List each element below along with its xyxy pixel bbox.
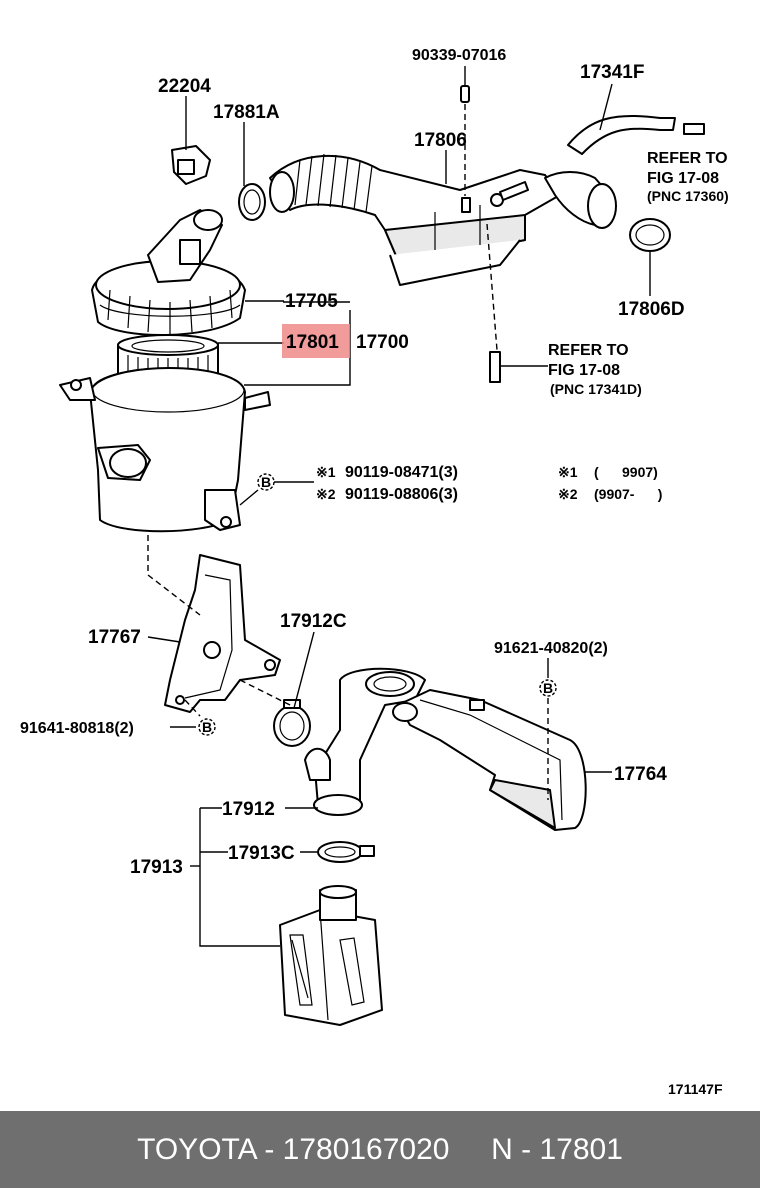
clamp-17806d <box>629 218 671 252</box>
clamp-17912c <box>273 699 311 747</box>
date2-text: (9907- ) <box>594 486 662 502</box>
label-90339: 90339-07016 <box>412 47 506 64</box>
callout-labels: 22204 17881A 90339-07016 17341F 17806 RE… <box>20 47 729 1097</box>
bracket-17767 <box>164 554 281 713</box>
duct-17764 <box>392 689 587 831</box>
footer-part-text: TOYOTA - 1780167020 N - 17801 <box>137 1133 623 1166</box>
label-17801: 17801 <box>286 332 339 353</box>
date1-text: ( 9907) <box>594 464 658 480</box>
refer1-line3: (PNC 17360) <box>647 188 729 204</box>
label-17341f: 17341F <box>580 62 644 83</box>
label-17705: 17705 <box>285 291 338 312</box>
diagram-canvas: B B B 22204 17881A 90339-07016 17341F 17… <box>20 47 729 1097</box>
date2-mark: ※2 <box>558 486 578 502</box>
air-cleaner-cap-17705 <box>91 209 246 337</box>
intake-hose-17806 <box>269 153 561 286</box>
b-marker-3-label: B <box>202 719 212 735</box>
resonator-17913 <box>279 885 383 1026</box>
date1-mark: ※1 <box>558 464 578 480</box>
note1-mark: ※1 <box>316 464 336 480</box>
label-17700: 17700 <box>356 332 409 353</box>
duct-17912 <box>304 667 426 816</box>
plug-90339 <box>460 85 470 103</box>
note2-part: 90119-08806(3) <box>345 486 458 503</box>
footer-bar: TOYOTA - 1780167020 N - 17801 <box>0 1111 760 1188</box>
sensor-22204 <box>171 145 211 185</box>
label-22204: 22204 <box>158 76 211 97</box>
label-91621: 91621-40820(2) <box>494 640 608 657</box>
b-marker-2-label: B <box>543 680 553 696</box>
label-17913: 17913 <box>130 857 183 878</box>
refer1-line1: REFER TO <box>647 150 728 167</box>
dashed-relation-lines <box>147 104 549 800</box>
refer1-line2: FIG 17-08 <box>647 170 719 187</box>
air-cleaner-case-17700 <box>59 367 271 533</box>
label-17912: 17912 <box>222 799 275 820</box>
refer2-line3: (PNC 17341D) <box>550 381 642 397</box>
clamp-17881a <box>238 183 266 221</box>
label-91641: 91641-80818(2) <box>20 720 134 737</box>
clamp-17913c <box>317 841 375 863</box>
b-marker-1: B <box>257 473 275 491</box>
label-17913c: 17913C <box>228 843 295 864</box>
label-17767: 17767 <box>88 627 141 648</box>
b-marker-2: B <box>539 679 557 697</box>
label-17764: 17764 <box>614 764 667 785</box>
refer2-line1: REFER TO <box>548 342 629 359</box>
label-17881a: 17881A <box>213 102 280 123</box>
b-marker-1-label: B <box>261 474 271 490</box>
label-17806d: 17806D <box>618 299 685 320</box>
note2-mark: ※2 <box>316 486 336 502</box>
note1-part: 90119-08471(3) <box>345 464 458 481</box>
highlight-17801 <box>282 324 350 358</box>
label-17912c: 17912C <box>280 611 347 632</box>
figure-number: 171147F <box>668 1081 723 1097</box>
refer2-line2: FIG 17-08 <box>548 362 620 379</box>
b-marker-3: B <box>198 718 216 736</box>
label-17806: 17806 <box>414 130 467 151</box>
hose-17341f <box>544 114 705 229</box>
